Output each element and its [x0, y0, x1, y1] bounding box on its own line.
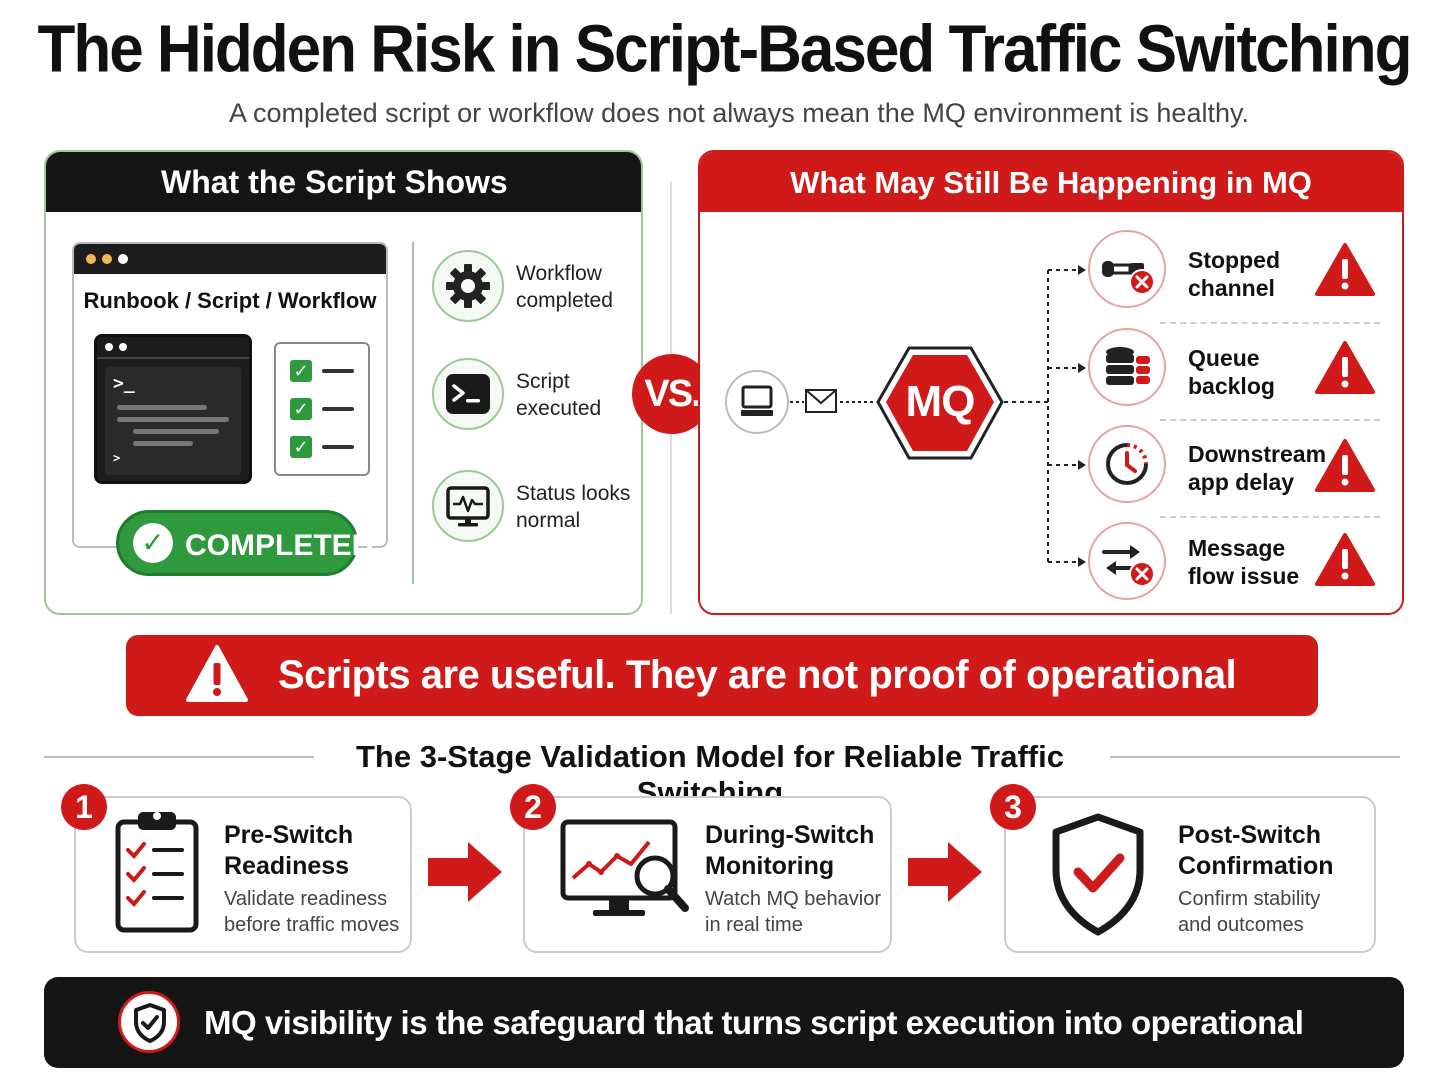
issue-label-line2: channel: [1188, 275, 1275, 301]
issue-label-line1: Stopped: [1188, 247, 1280, 273]
issue-separator: [1160, 516, 1380, 518]
issue-label-line2: backlog: [1188, 373, 1275, 399]
status-item-workflow: Workflow completed: [432, 250, 641, 330]
issue-separator: [1160, 419, 1380, 421]
clipboard-checklist-icon: [115, 812, 199, 933]
issue-icon-circle: [1088, 328, 1166, 406]
stage-number-3: 3: [990, 784, 1036, 830]
script-view-panel: What the Script Shows Runbook / Script /…: [44, 150, 643, 615]
status-label-line2: normal: [516, 509, 581, 532]
stage-desc-line1: Validate readiness: [224, 888, 388, 910]
stage-title-line1: Pre-Switch: [224, 821, 354, 849]
status-label-line1: Status looks: [516, 482, 631, 505]
right-arrow-icon: [908, 842, 982, 902]
stage-desc-line1: Watch MQ behavior: [705, 888, 881, 910]
warning-triangle-icon: [1315, 533, 1375, 586]
checkmark-icon: ✓: [133, 523, 173, 563]
section-rule: [44, 756, 314, 758]
status-item-status: Status looks normal: [432, 470, 641, 550]
terminal-icon: [446, 374, 490, 414]
runbook-window: Runbook / Script / Workflow >_ > ✓ ✓ ✓: [72, 242, 388, 548]
mq-reality-header: What May Still Be Happening in MQ: [700, 152, 1402, 212]
stage-number-1: 1: [61, 784, 107, 830]
completed-badge: ✓ COMPLETED: [116, 510, 373, 576]
status-label-line2: completed: [516, 289, 613, 312]
warning-triangle-icon: [186, 645, 248, 702]
computer-icon: [741, 385, 773, 416]
footer-banner: MQ visibility is the safeguard that turn…: [44, 977, 1404, 1068]
stage-title-line1: Post-Switch: [1178, 821, 1322, 849]
envelope-icon: [805, 389, 837, 413]
stage-desc-line2: in real time: [705, 914, 803, 936]
stage-title-line2: Readiness: [224, 852, 350, 880]
warning-triangle-icon: [1315, 243, 1375, 296]
window-titlebar: [74, 244, 386, 274]
message-flow-icon: [1102, 545, 1155, 587]
section-rule: [1110, 756, 1400, 758]
page-title: The Hidden Risk in Script-Based Traffic …: [37, 12, 1412, 87]
issue-label-line1: Queue: [1188, 345, 1260, 371]
completed-label: COMPLETED: [185, 529, 374, 562]
checklist-icon: ✓ ✓ ✓: [274, 342, 370, 476]
stage-number-2: 2: [510, 784, 556, 830]
issue-label-line2: flow issue: [1188, 563, 1300, 589]
right-arrow-icon: [428, 842, 502, 902]
window-dot-icon: [118, 254, 128, 264]
window-dot-icon: [102, 254, 112, 264]
heartbeat-monitor-icon: [446, 486, 490, 527]
mq-reality-panel: What May Still Be Happening in MQ: [698, 150, 1404, 615]
status-label-line2: executed: [516, 397, 602, 420]
banner-text: Scripts are useful. They are not proof o…: [278, 653, 1237, 778]
script-view-header: What the Script Shows: [46, 152, 641, 212]
stage-desc-line1: Confirm stability: [1178, 888, 1321, 910]
footer-text: MQ visibility is the safeguard that turn…: [204, 1004, 1304, 1041]
status-item-script: Script executed: [432, 358, 641, 438]
clock-icon: [1106, 443, 1148, 485]
warning-triangle-icon: [1315, 439, 1375, 492]
issue-label-line1: Message: [1188, 535, 1286, 561]
stage-title-line2: Confirmation: [1178, 852, 1334, 880]
queue-stack-icon: [1106, 347, 1150, 385]
shield-badge: [118, 991, 180, 1053]
status-label-line1: Script: [516, 370, 570, 393]
issue-icon-circle: [1088, 230, 1166, 308]
mq-stop-sign-icon: [876, 346, 1004, 460]
warning-triangle-icon: [1315, 341, 1375, 394]
issue-icon-circle: [1088, 522, 1166, 600]
issue-label-line2: app delay: [1188, 469, 1295, 495]
section-title: The 3-Stage Validation Model for Reliabl…: [356, 739, 1064, 810]
terminal-window-icon: >_ >: [94, 334, 252, 484]
monitor-magnifier-icon: [560, 819, 689, 916]
shield-check-icon: [134, 1003, 166, 1043]
stage-desc-line2: and outcomes: [1178, 914, 1304, 936]
stage-title-line1: During-Switch: [705, 821, 875, 849]
stopped-channel-icon: [1102, 261, 1155, 295]
mq-label: MQ: [905, 377, 976, 426]
stage-desc-line2: before traffic moves: [224, 914, 400, 936]
issue-icon-circle: [1088, 425, 1166, 503]
gear-icon: [446, 264, 490, 308]
window-dot-icon: [86, 254, 96, 264]
warning-banner: Scripts are useful. They are not proof o…: [126, 635, 1318, 778]
runbook-label: Runbook / Script / Workflow: [83, 288, 377, 313]
page-subtitle: A completed script or workflow does not …: [229, 98, 1249, 128]
issue-separator: [1160, 322, 1380, 324]
shield-check-icon: [1052, 813, 1144, 936]
stage-title-line2: Monitoring: [705, 852, 835, 880]
issue-label-line1: Downstream: [1188, 441, 1327, 467]
flow-connectors: [725, 265, 1086, 567]
divider: [412, 242, 414, 584]
status-label-line1: Workflow: [516, 262, 602, 285]
